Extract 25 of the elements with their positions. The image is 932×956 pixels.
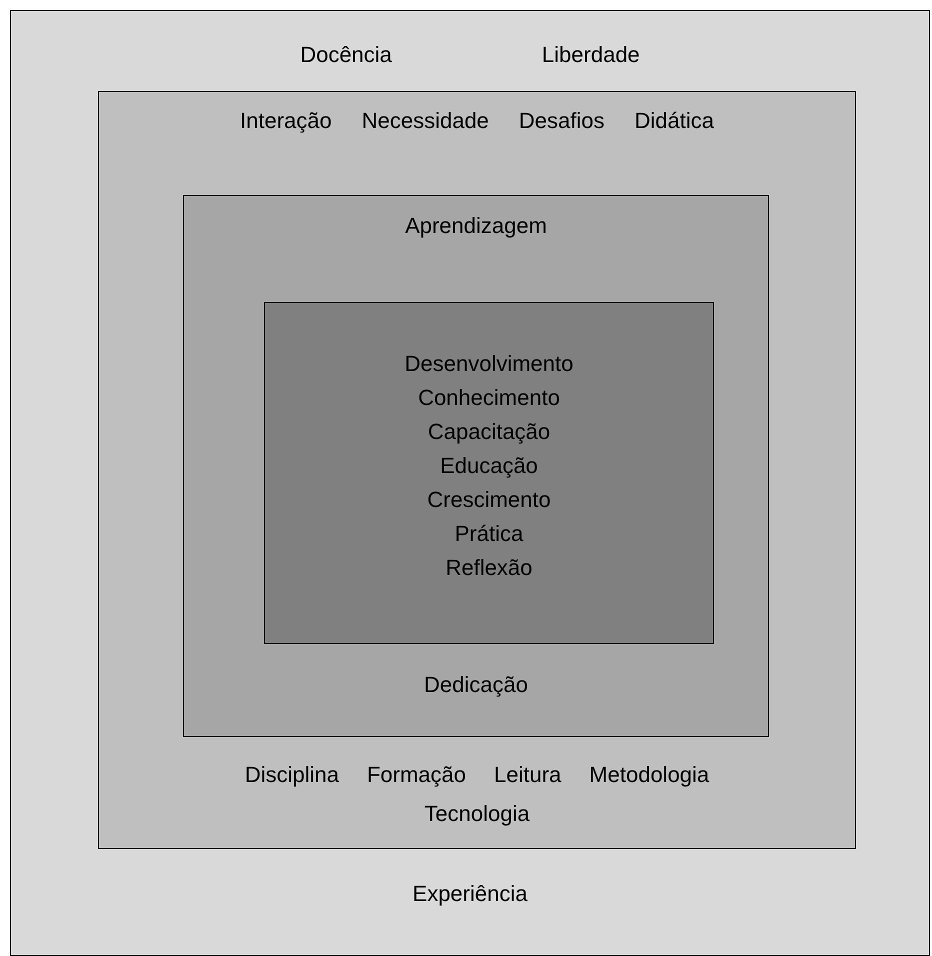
keyword-text: Experiência	[412, 881, 528, 907]
nested-box	[183, 195, 769, 737]
keyword-text: Tecnologia	[424, 801, 530, 827]
keyword-text: Formação	[366, 762, 466, 788]
keyword-text: Desenvolvimento	[404, 350, 574, 378]
keyword-text: Aprendizagem	[405, 213, 547, 239]
keyword-text: Interação	[240, 108, 332, 134]
keyword-text: Crescimento	[427, 486, 551, 514]
keyword-text: Necessidade	[362, 108, 489, 134]
nested-box	[264, 302, 714, 644]
keyword-text: Reflexão	[446, 554, 532, 582]
keyword-text: Docência	[300, 42, 392, 68]
keyword-text: Desafios	[518, 108, 605, 134]
keyword-text: Capacitação	[428, 418, 550, 446]
keyword-text: Leitura	[494, 762, 562, 788]
keyword-text: Disciplina	[244, 762, 339, 788]
keyword-text: Prática	[454, 520, 524, 548]
nested-box	[10, 10, 930, 956]
keyword-text: Educação	[440, 452, 538, 480]
keyword-text: Didática	[634, 108, 714, 134]
keyword-text: Dedicação	[424, 672, 528, 698]
keyword-text: Metodologia	[589, 762, 710, 788]
nested-box	[98, 91, 856, 849]
keyword-text: Conhecimento	[418, 384, 560, 412]
keyword-text: Liberdade	[542, 42, 640, 68]
